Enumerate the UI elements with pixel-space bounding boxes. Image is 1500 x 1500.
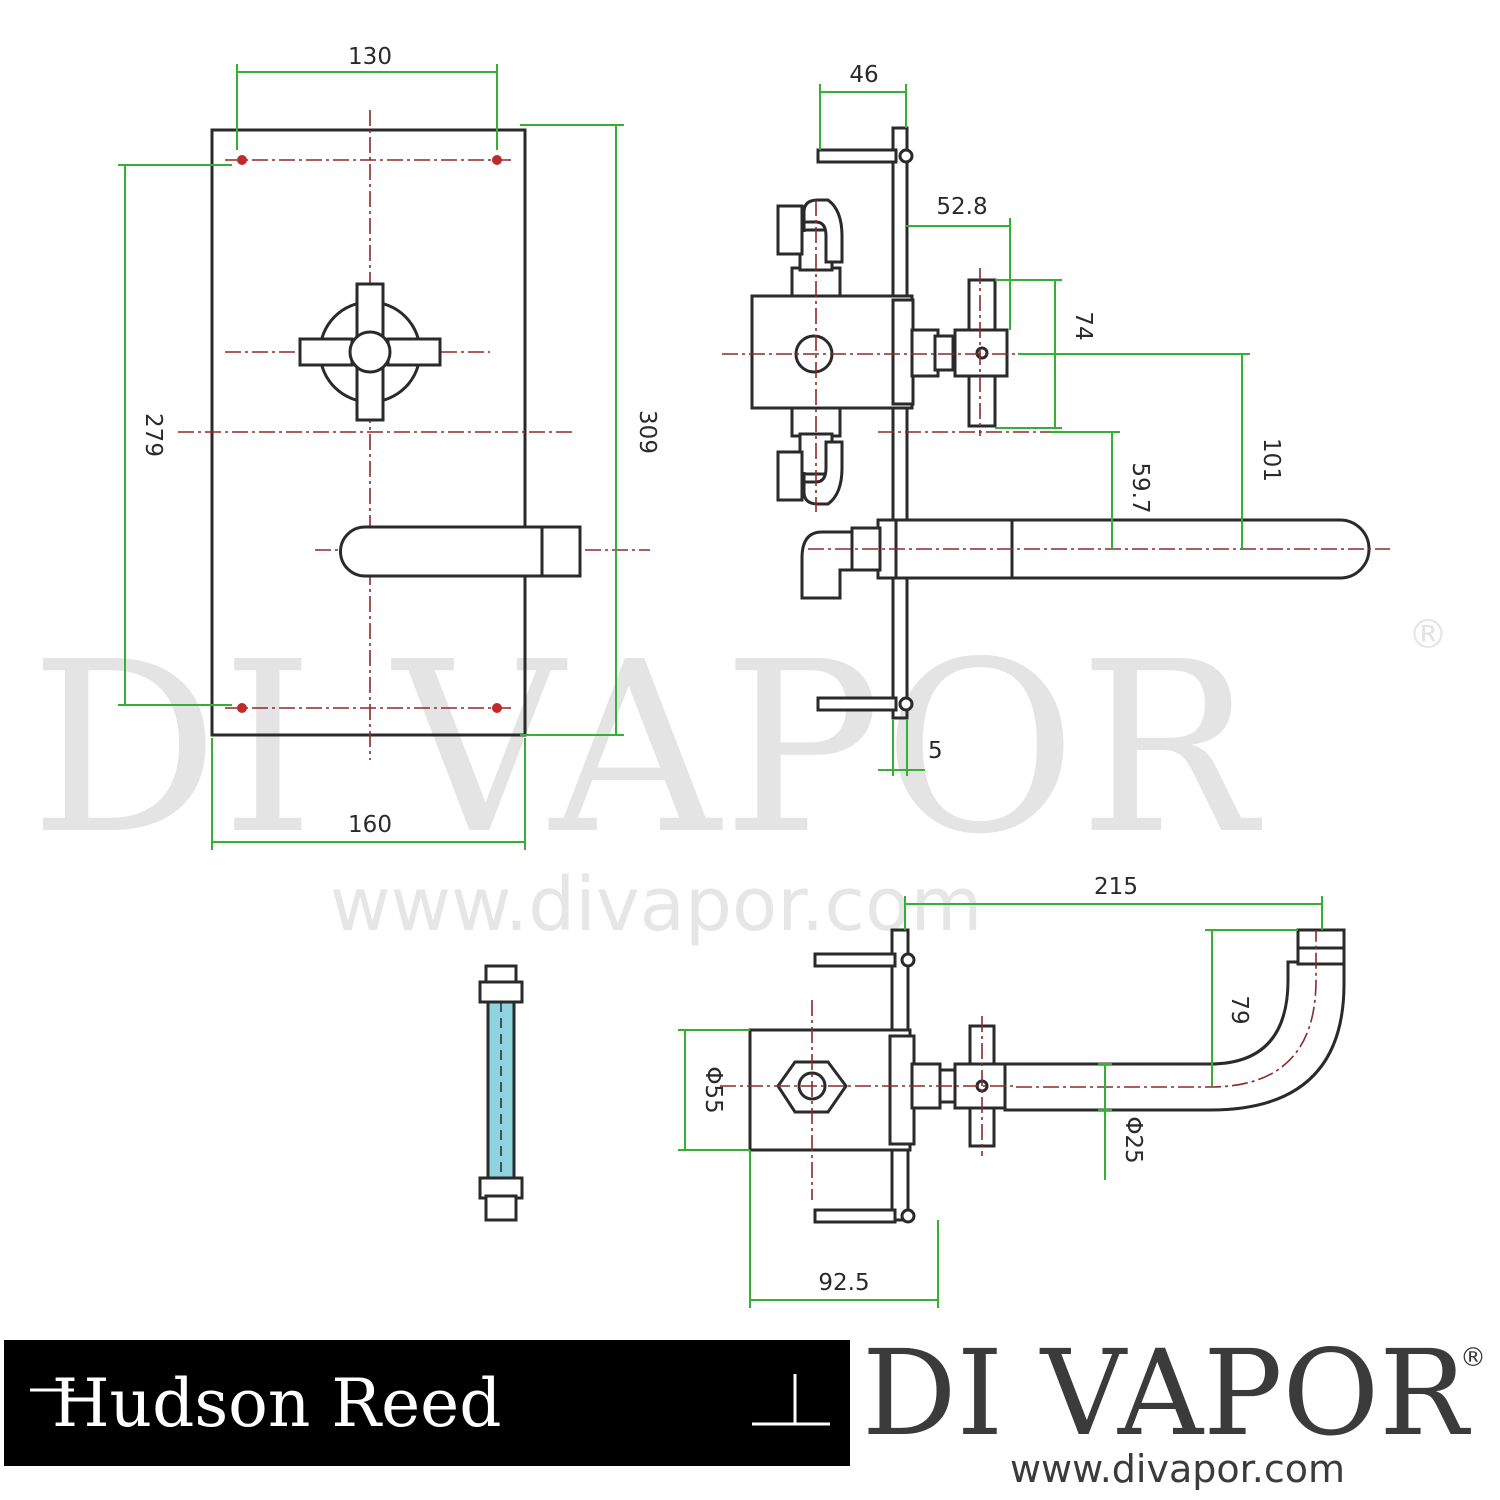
front-spout	[339, 525, 582, 578]
plan-dimensions: 215 79 Φ55 Φ25 92.5	[678, 874, 1323, 1308]
flexible-hose	[478, 964, 524, 1222]
footer: Hudson Reed DI VAPOR ® www.divapor.com	[4, 1324, 1486, 1491]
hudson-reed-logo-band	[4, 1340, 850, 1466]
watermark-brand: DI VAPOR	[30, 611, 1263, 886]
dim-spout-drop: 59.7	[1127, 462, 1153, 513]
di-vapor-logo: DI VAPOR	[862, 1324, 1471, 1462]
side-dimensions: 46 52.8 74 59.7 101 5	[819, 62, 1284, 776]
dim-spout-height: 101	[1258, 438, 1284, 482]
side-view: 46 52.8 74 59.7 101 5	[722, 62, 1390, 776]
plan-view: 215 79 Φ55 Φ25 92.5	[678, 874, 1346, 1308]
watermark-registered: ®	[1408, 612, 1448, 658]
dim-handle-offset: 52.8	[936, 194, 987, 220]
mounting-hole	[237, 703, 247, 713]
dim-plate-height: 309	[634, 410, 660, 454]
dim-body-diameter: Φ55	[700, 1066, 726, 1113]
front-dimensions: 130 279 309 160	[118, 44, 660, 850]
cross-handle	[298, 282, 442, 422]
watermark: DI VAPOR ® www.divapor.com	[30, 611, 1448, 948]
dim-plate-width: 160	[348, 812, 392, 838]
dim-spout-diameter: Φ25	[1120, 1116, 1146, 1163]
mounting-hole	[492, 155, 502, 165]
side-plate	[891, 126, 909, 720]
dim-body-depth: 92.5	[818, 1270, 869, 1296]
dim-spout-reach: 215	[1094, 874, 1138, 900]
hudson-reed-logo: Hudson Reed	[52, 1365, 501, 1442]
di-vapor-url: www.divapor.com	[1010, 1447, 1345, 1491]
mounting-hole	[492, 703, 502, 713]
di-vapor-registered: ®	[1460, 1343, 1486, 1373]
front-view: 130 279 309 160	[118, 44, 660, 850]
dim-hole-height: 279	[140, 413, 166, 457]
dim-plate-thickness: 5	[928, 738, 943, 764]
dim-top-hole-spacing: 130	[348, 44, 392, 70]
watermark-url: www.divapor.com	[330, 862, 982, 948]
dim-outlet-height: 79	[1226, 995, 1252, 1024]
mounting-hole	[237, 155, 247, 165]
dim-handle-height: 74	[1070, 311, 1096, 340]
dim-depth-top: 46	[849, 62, 878, 88]
